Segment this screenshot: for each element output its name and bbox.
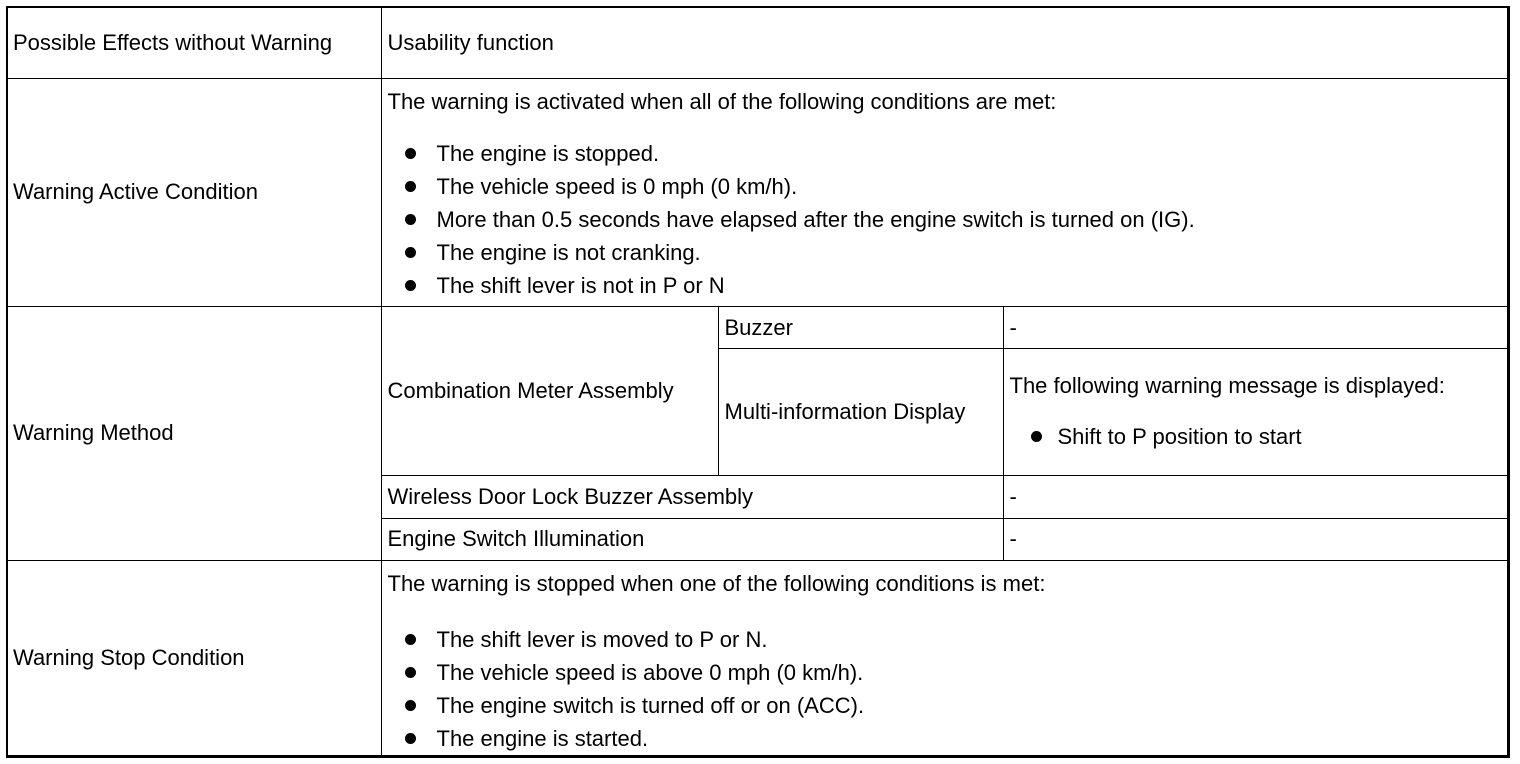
- list-item: The vehicle speed is 0 mph (0 km/h).: [388, 170, 1501, 203]
- list-item-text: The engine is started.: [436, 725, 649, 751]
- list-item: The engine switch is turned off or on (A…: [388, 689, 1501, 722]
- stop-condition-lead: The warning is stopped when one of the f…: [387, 570, 1046, 596]
- stop-condition-cell: The warning is stopped when one of the f…: [380, 559, 1509, 758]
- list-item-text: The shift lever is not in P or N: [436, 272, 725, 298]
- possible-effects-value: Usability function: [380, 6, 1509, 79]
- mid-message-cell: The following warning message is display…: [1002, 348, 1509, 477]
- list-item-text: Shift to P position to start: [1057, 424, 1302, 450]
- row-possible-effects: Possible Effects without Warning Usabili…: [6, 6, 1509, 79]
- list-item: Shift to P position to start: [1010, 420, 1501, 453]
- stop-condition-label: Warning Stop Condition: [6, 559, 382, 758]
- row-stop-condition: Warning Stop Condition The warning is st…: [6, 559, 1509, 758]
- stop-condition-list: The shift lever is moved to P or N. The …: [388, 623, 1501, 755]
- mid-message-list: Shift to P position to start: [1010, 420, 1501, 453]
- list-item: More than 0.5 seconds have elapsed after…: [388, 203, 1501, 236]
- bullet-icon: [404, 246, 416, 258]
- bullet-icon: [404, 699, 416, 711]
- active-condition-list: The engine is stopped. The vehicle speed…: [388, 137, 1501, 302]
- list-item-text: The vehicle speed is 0 mph (0 km/h).: [436, 173, 798, 199]
- buzzer-value: -: [1002, 306, 1509, 350]
- list-item-text: The engine switch is turned off or on (A…: [436, 692, 865, 718]
- row-method-door-lock: Wireless Door Lock Buzzer Assembly -: [7, 475, 1509, 519]
- list-item-text: The shift lever is moved to P or N.: [436, 626, 768, 652]
- active-condition-cell: The warning is activated when all of the…: [380, 77, 1509, 308]
- list-item: The engine is started.: [388, 722, 1501, 755]
- bullet-icon: [404, 213, 416, 225]
- bullet-icon: [404, 666, 416, 678]
- list-item: The vehicle speed is above 0 mph (0 km/h…: [388, 656, 1501, 689]
- bullet-icon: [1030, 431, 1042, 443]
- row-active-condition: Warning Active Condition The warning is …: [6, 77, 1509, 308]
- list-item: The engine is not cranking.: [388, 236, 1501, 269]
- combination-meter-label: Combination Meter Assembly: [380, 306, 719, 477]
- list-item-text: More than 0.5 seconds have elapsed after…: [436, 206, 1195, 232]
- bullet-icon: [404, 279, 416, 291]
- list-item: The shift lever is not in P or N: [388, 269, 1501, 302]
- bullet-icon: [404, 147, 416, 159]
- warning-method-label: Warning Method: [6, 306, 382, 561]
- active-condition-label: Warning Active Condition: [6, 77, 382, 308]
- buzzer-label: Buzzer: [717, 306, 1004, 350]
- list-item-text: The vehicle speed is above 0 mph (0 km/h…: [436, 659, 864, 685]
- warning-spec-table: Possible Effects without Warning Usabili…: [6, 6, 1510, 758]
- list-item: The engine is stopped.: [388, 137, 1501, 170]
- bullet-icon: [404, 180, 416, 192]
- bullet-icon: [404, 633, 416, 645]
- possible-effects-label: Possible Effects without Warning: [6, 6, 382, 79]
- engine-switch-illumination-label: Engine Switch Illumination: [380, 517, 1004, 561]
- bullet-icon: [404, 732, 416, 744]
- engine-switch-illumination-value: -: [1002, 517, 1509, 561]
- active-condition-lead: The warning is activated when all of the…: [387, 88, 1057, 114]
- door-lock-buzzer-label: Wireless Door Lock Buzzer Assembly: [380, 475, 1004, 519]
- door-lock-buzzer-value: -: [1002, 475, 1509, 519]
- row-method-mid: Multi-information Display The following …: [7, 348, 1509, 477]
- mid-lead: The following warning message is display…: [1009, 373, 1445, 399]
- list-item: The shift lever is moved to P or N.: [388, 623, 1501, 656]
- list-item-text: The engine is not cranking.: [436, 239, 701, 265]
- row-method-illumination: Engine Switch Illumination -: [7, 517, 1509, 561]
- list-item-text: The engine is stopped.: [436, 140, 660, 166]
- mid-label: Multi-information Display: [717, 348, 1004, 477]
- row-method-buzzer: Warning Method Combination Meter Assembl…: [6, 306, 1509, 561]
